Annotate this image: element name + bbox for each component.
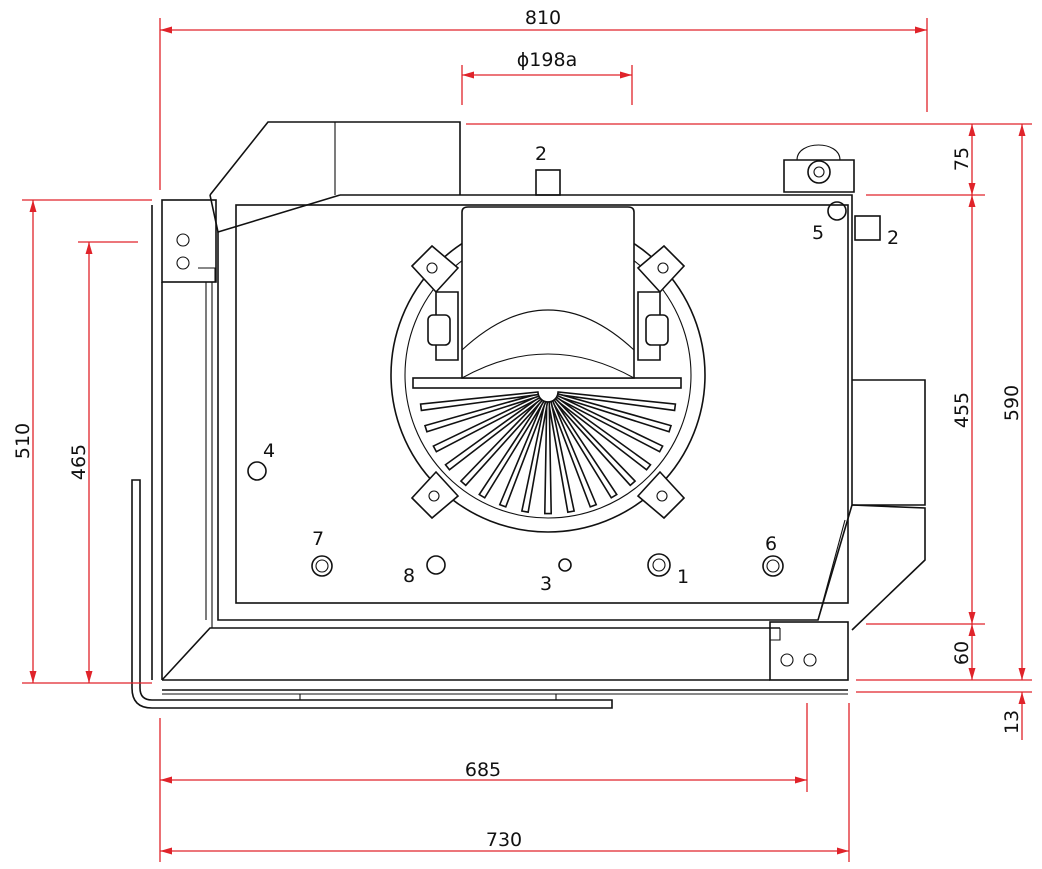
- callout-labels: 1 2 2 3 4 5 6 7 8: [263, 143, 899, 595]
- callout-1: 1: [677, 566, 689, 588]
- stove-body: [131, 121, 926, 709]
- dim-base-width: 685: [465, 759, 501, 781]
- fan-blade: [547, 400, 576, 514]
- mount-tab-bl: [410, 470, 460, 520]
- dim-top-offset: 75: [951, 147, 973, 171]
- ports: [247, 201, 847, 577]
- mount-tab-br: [636, 470, 686, 520]
- fan-blade: [553, 396, 652, 471]
- fan-assembly: [390, 206, 706, 533]
- fan-blade: [478, 398, 546, 499]
- callout-2-side: 2: [887, 227, 899, 249]
- dim-inner-height: 455: [951, 392, 973, 428]
- callout-8: 8: [403, 565, 415, 587]
- fan-blade: [549, 399, 598, 508]
- fan-blade: [444, 396, 543, 471]
- port-1: [647, 553, 671, 577]
- fan-blade: [556, 391, 677, 412]
- fan-blade: [552, 397, 637, 487]
- port-7: [311, 555, 333, 577]
- callout-2-top: 2: [535, 143, 547, 165]
- callout-3: 3: [540, 573, 552, 595]
- fan-blade: [432, 394, 541, 453]
- dim-total-width: 730: [486, 829, 522, 851]
- fan-blade: [498, 399, 547, 508]
- callout-4: 4: [263, 440, 275, 462]
- port-6: [762, 555, 784, 577]
- callout-7: 7: [312, 528, 324, 550]
- fan-blade: [520, 400, 549, 514]
- fan-blades: [419, 391, 677, 515]
- fan-blade: [423, 392, 540, 433]
- dim-left-height: 510: [12, 423, 34, 459]
- callout-6: 6: [765, 533, 777, 555]
- dim-left-inner-height: 465: [68, 444, 90, 480]
- port-3: [558, 558, 572, 572]
- dimension-lines: 810 ϕ198a 75 455 60 590: [12, 7, 1032, 862]
- port-5: [827, 201, 847, 221]
- fan-blade: [543, 401, 553, 515]
- fan-blade: [556, 392, 673, 433]
- dim-flue-diameter: ϕ198a: [517, 49, 577, 71]
- fan-blade: [419, 391, 540, 412]
- dim-bottom-offset: 60: [951, 641, 973, 665]
- dim-overall-width: 810: [525, 7, 561, 29]
- dim-overall-height: 590: [1001, 385, 1023, 421]
- fan-blade: [555, 394, 664, 453]
- fan-blade: [550, 398, 618, 499]
- mount-tab-tr: [636, 244, 686, 294]
- callout-5: 5: [812, 222, 824, 244]
- port-8: [426, 555, 446, 575]
- mount-tab-tl: [410, 244, 460, 294]
- port-4: [247, 461, 267, 481]
- fan-blade: [459, 397, 544, 487]
- dim-foot-height: 13: [1001, 710, 1023, 734]
